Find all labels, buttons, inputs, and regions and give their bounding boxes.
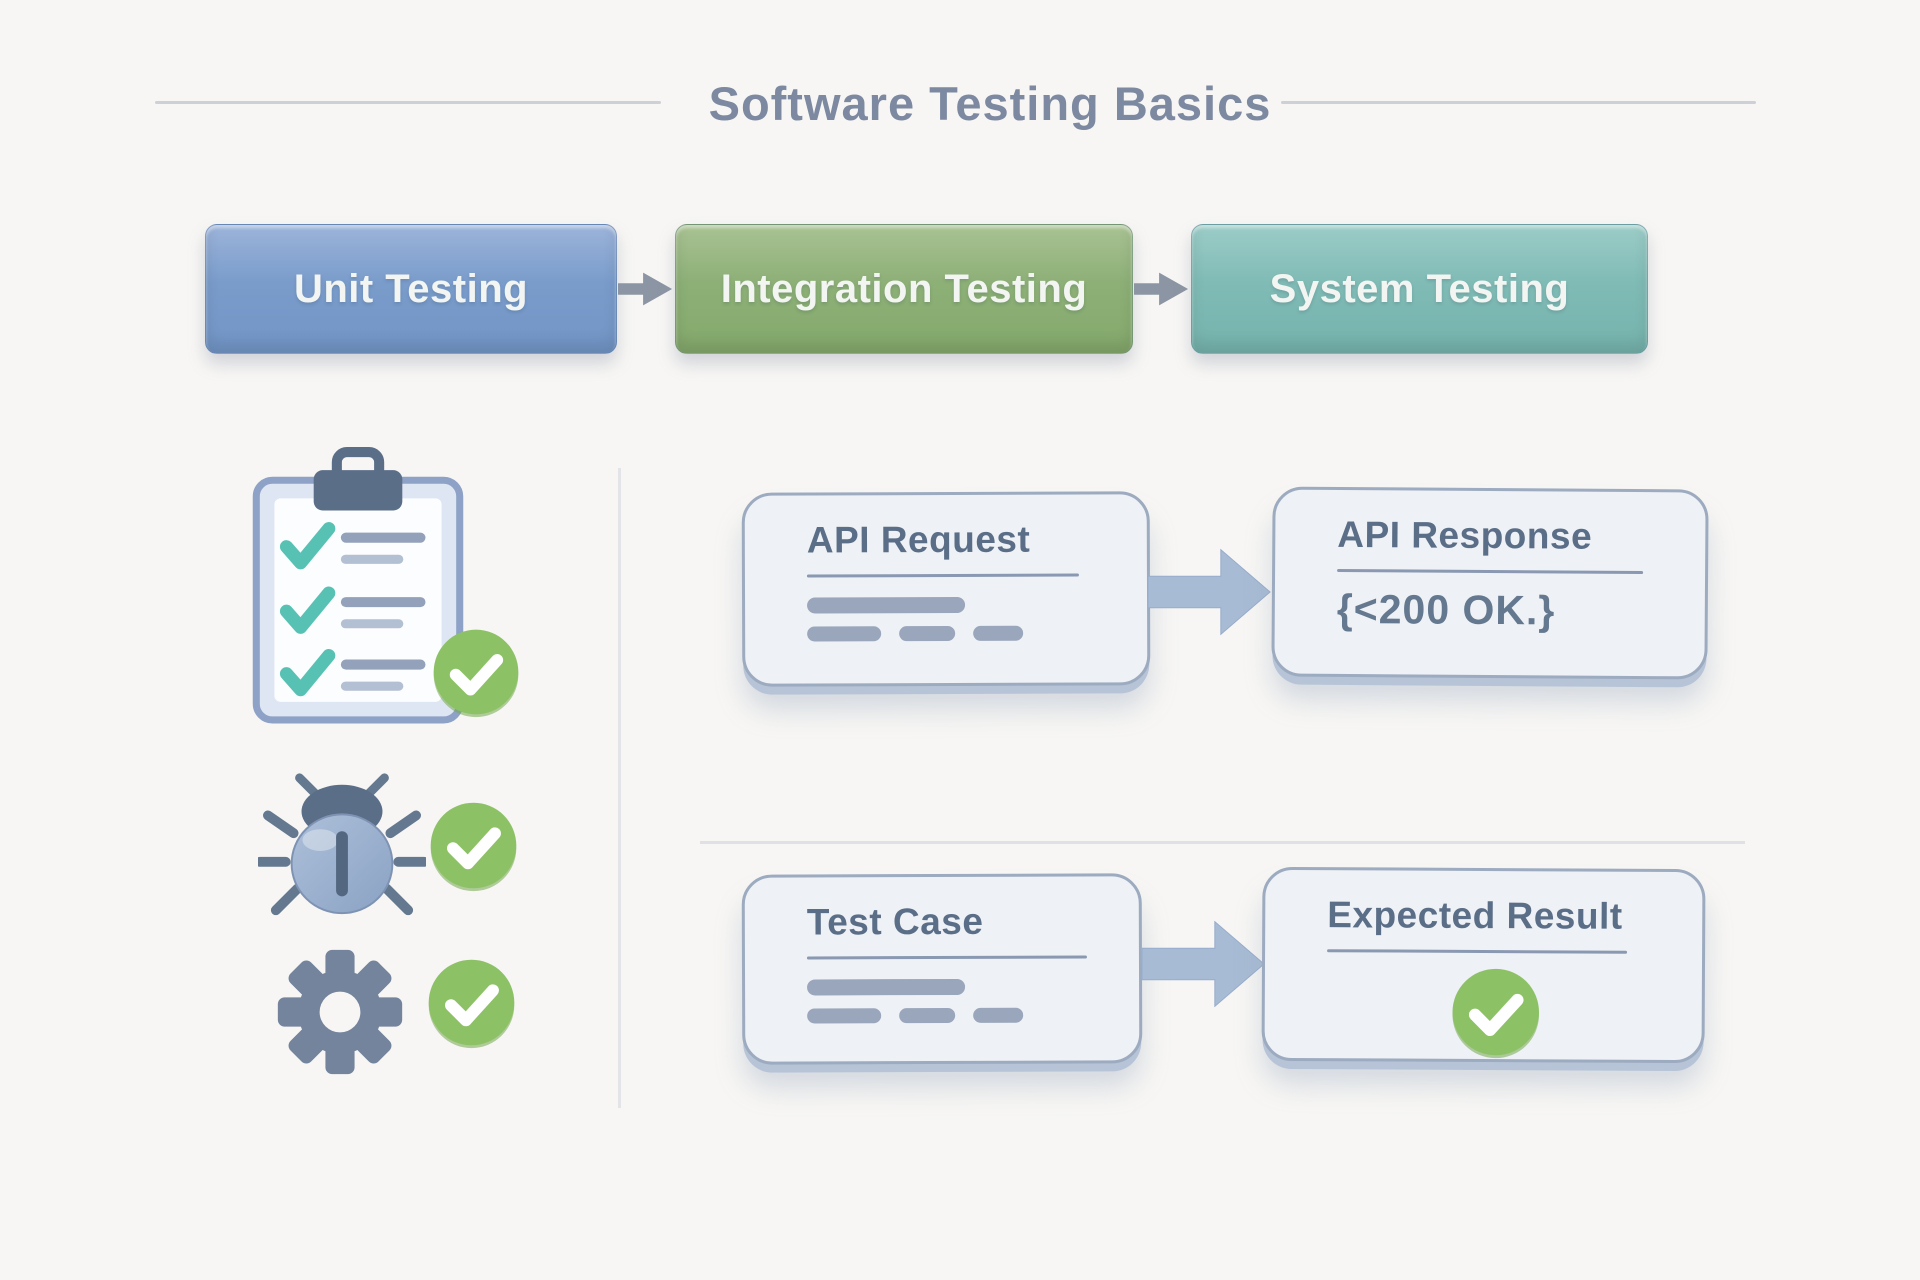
block-arrow-right-icon [1142,920,1265,1008]
content-line-row [807,625,1109,642]
flow-step-label: Unit Testing [293,266,529,311]
flow-step-label: Integration Testing [720,266,1088,311]
title-underline [1327,949,1628,954]
page-title: Software Testing Basics [708,77,1272,130]
testing-level-flow: Unit Testing Integration Testing System … [205,224,1648,354]
card-title: API Request [806,518,1031,561]
flow-step-system-testing: System Testing [1191,224,1648,354]
content-line-row [807,1007,1101,1024]
title-left-line [155,101,661,104]
flow-step-label: System Testing [1269,266,1570,311]
arrow-right-icon [1134,272,1189,306]
expected-result-card: Expected Result [1261,866,1706,1064]
bug-icon [258,773,426,916]
title-underline [806,573,1079,578]
content-dash [807,626,882,642]
clipboard-checklist-icon [252,447,464,724]
vertical-divider [618,468,621,1108]
content-line [807,596,966,614]
check-circle-icon [430,802,517,892]
title-right-line [1281,101,1756,104]
arrow-right-icon [618,272,673,306]
api-request-card: API Request [741,491,1151,687]
check-circle-icon [428,959,515,1049]
api-response-card: API Response {<200 OK.} [1271,486,1709,680]
card-title: Expected Result [1327,894,1623,937]
content-dash [899,625,956,642]
test-case-card: Test Case [741,873,1143,1065]
flow-step-unit-testing: Unit Testing [205,224,617,354]
content-line [807,978,966,996]
card-title: API Response [1337,513,1593,557]
title-underline [1337,568,1644,575]
content-dash [899,1007,956,1024]
content-dash [973,1007,1024,1023]
card-title: Test Case [806,900,984,943]
response-status-text: {<200 OK.} [1336,585,1556,634]
title-underline [806,955,1087,960]
checklist-row [279,522,426,697]
check-circle-icon [433,629,519,718]
content-dash [807,1008,882,1024]
check-circle-icon [1451,968,1539,1059]
content-dash [973,625,1024,641]
block-arrow-right-icon [1148,548,1271,636]
horizontal-divider [700,841,1745,844]
flow-step-integration-testing: Integration Testing [675,224,1133,354]
gear-icon [277,949,403,1075]
